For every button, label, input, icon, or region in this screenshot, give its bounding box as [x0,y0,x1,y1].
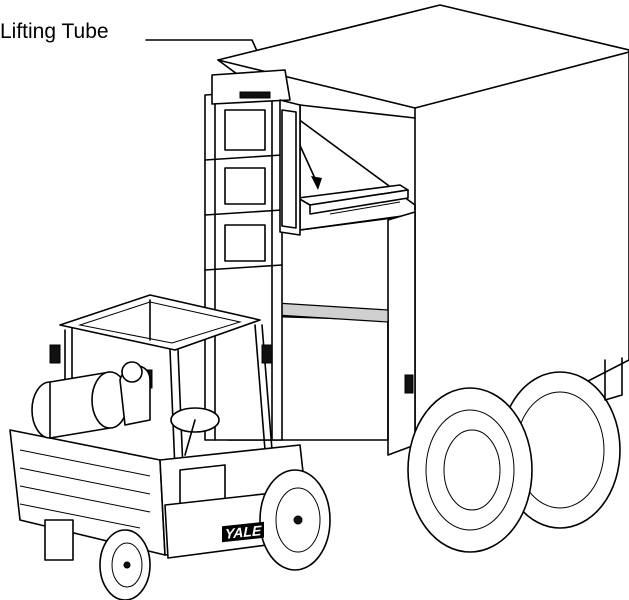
lifting-tube [297,184,411,231]
carriage [279,99,301,236]
truck-rear-wheels [407,357,623,553]
lift-gate [227,211,416,456]
forklift-front-wheel [259,469,331,571]
mast [204,69,291,441]
truck-box [217,4,629,471]
lifting-tube-label: Lifting Tube [0,20,109,43]
forklift-rear-wheel [99,529,151,600]
